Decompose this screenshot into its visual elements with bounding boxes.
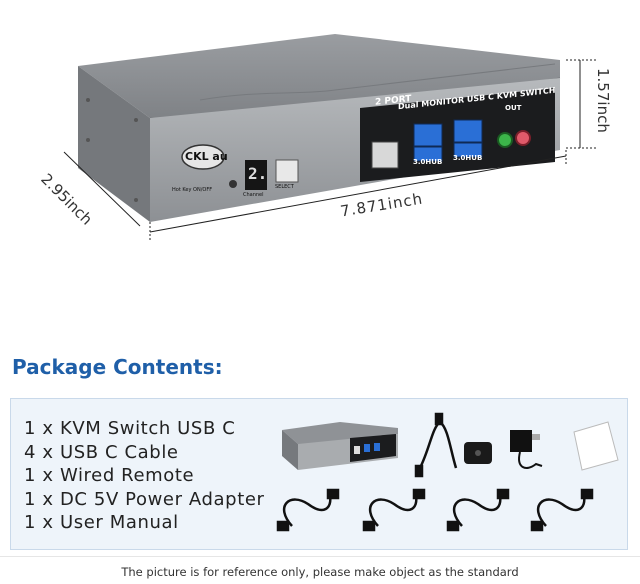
- usb-c-cable-image: [362, 488, 426, 532]
- hub-label-2: 3.0HUB: [453, 154, 483, 162]
- package-list: 1 x KVM Switch USB C 4 x USB C Cable 1 x…: [24, 417, 265, 535]
- power-adapter-image: [510, 430, 543, 469]
- coiled-cable-image: [414, 412, 458, 478]
- list-item: 1 x KVM Switch USB C: [24, 418, 236, 439]
- usb-c-cable-image: [276, 488, 340, 532]
- hub-label-1: 3.0HUB: [413, 158, 443, 166]
- package-panel: [10, 398, 628, 550]
- hotkey-label: Hot Key ON/OFF: [172, 187, 213, 193]
- package-heading: Package Contents:: [12, 355, 223, 379]
- select-label: SELECT: [275, 184, 294, 190]
- list-item: 1 x DC 5V Power Adapter: [24, 488, 265, 510]
- footer-note: The picture is for reference only, pleas…: [121, 565, 519, 579]
- list-item: 4 x USB C Cable: [24, 441, 179, 463]
- mini-kvm-image: [282, 422, 398, 470]
- usb-c-cable-image: [446, 488, 510, 532]
- out-label: OUT: [505, 104, 522, 112]
- usb-a-port-white: [371, 141, 399, 169]
- kvm-switch-illustration: [63, 34, 596, 240]
- channel-label: Channel: [243, 192, 264, 198]
- usb-c-cable-image: [530, 488, 594, 532]
- list-item: 1 x Wired Remote: [24, 465, 195, 486]
- user-manual-image: [573, 421, 619, 471]
- brand-logo: CKL au: [185, 150, 228, 163]
- dimension-height: 1.57inch: [594, 68, 612, 133]
- list-item: 1 x User Manual: [24, 512, 179, 533]
- footer-divider: [0, 556, 640, 557]
- package-items-illustration: [276, 412, 619, 532]
- channel-display: 2.: [248, 164, 268, 183]
